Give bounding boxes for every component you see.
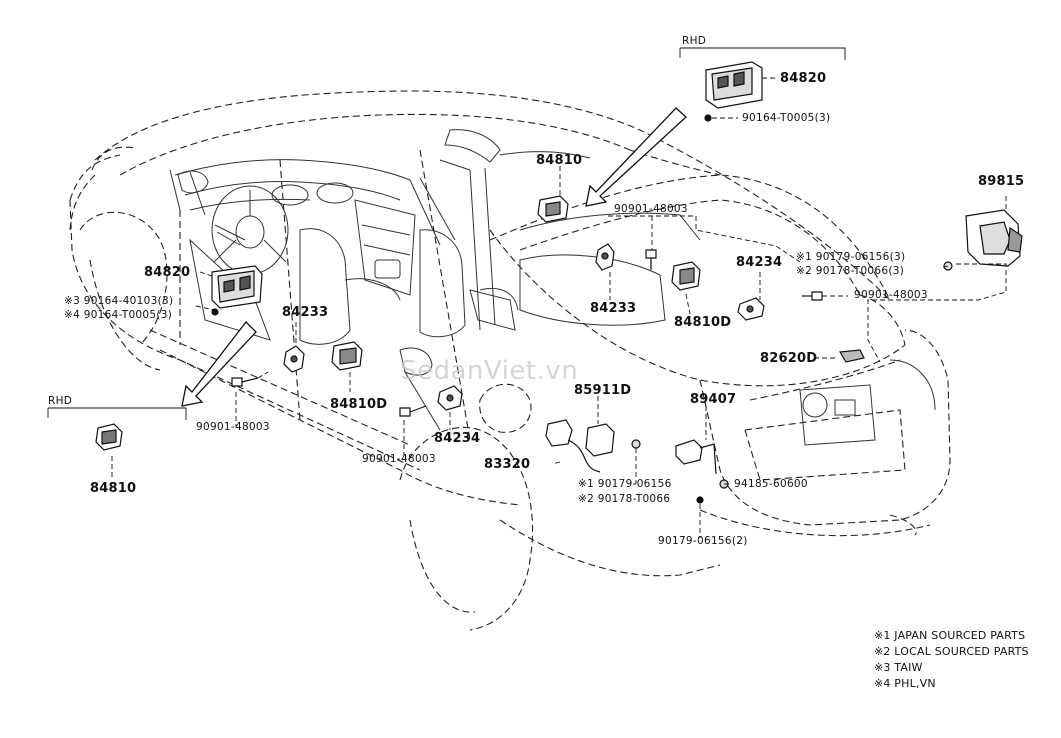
region-label-rhd-top: RHD xyxy=(682,35,707,47)
part-84810-left: 84810 xyxy=(90,481,137,496)
note-star2-90178-t0066-top: ※2 90178-T0066(3) xyxy=(796,265,905,277)
bolt-90901-48003-b: 90901-48003 xyxy=(854,289,928,301)
legend-line-1: ※1 JAPAN SOURCED PARTS xyxy=(874,629,1026,642)
legend-line-4: ※4 PHL,VN xyxy=(874,677,936,690)
legend-line-3: ※3 TAIW xyxy=(874,661,923,674)
leader-lines xyxy=(47,47,1007,538)
part-84233-left: 84233 xyxy=(282,305,329,320)
legend-line-2: ※2 LOCAL SOURCED PARTS xyxy=(874,645,1029,658)
part-84810-top: 84810 xyxy=(536,153,583,168)
watermark: SedanViet.vn xyxy=(400,356,579,386)
bolt-90901-48003-a: 90901-48003 xyxy=(614,203,688,215)
part-84820-left: 84820 xyxy=(144,265,191,280)
part-84233-center: 84233 xyxy=(590,301,637,316)
note-star1-90179-06156-mid: ※1 90179-06156 xyxy=(578,478,672,490)
note-star4-90164-t0005: ※4 90164-T0005(3) xyxy=(64,309,173,321)
part-89407: 89407 xyxy=(690,392,737,407)
part-84810d-left: 84810D xyxy=(330,397,388,412)
note-star3-90164-40103: ※3 90164-40103(3) xyxy=(64,295,174,307)
part-83320: 83320 xyxy=(484,457,531,472)
part-84810d-center: 84810D xyxy=(674,315,732,330)
bolt-90179-06156-2: 90179-06156(2) xyxy=(658,535,748,547)
bolt-94185-60600: 94185-60600 xyxy=(734,478,808,490)
part-84234-left: 84234 xyxy=(434,431,481,446)
components xyxy=(95,61,1023,504)
note-star2-90178-t0066-mid: ※2 90178-T0066 xyxy=(578,493,671,505)
part-85911d: 85911D xyxy=(574,383,632,398)
bolt-90901-48003-c: 90901-48003 xyxy=(196,421,270,433)
region-label-rhd-left: RHD xyxy=(48,395,73,407)
part-82620d: 82620D xyxy=(760,351,818,366)
bolt-90164-t0005-top: 90164-T0005(3) xyxy=(742,112,831,124)
car-body-outline xyxy=(69,90,951,631)
part-84234-right: 84234 xyxy=(736,255,783,270)
direction-arrows xyxy=(181,107,687,407)
interior-lineart xyxy=(169,129,936,446)
bolt-90901-48003-d: 90901-48003 xyxy=(362,453,436,465)
part-89815: 89815 xyxy=(978,174,1025,189)
note-star1-90179-06156-top: ※1 90179-06156(3) xyxy=(796,251,906,263)
part-84820-top: 84820 xyxy=(780,71,827,86)
